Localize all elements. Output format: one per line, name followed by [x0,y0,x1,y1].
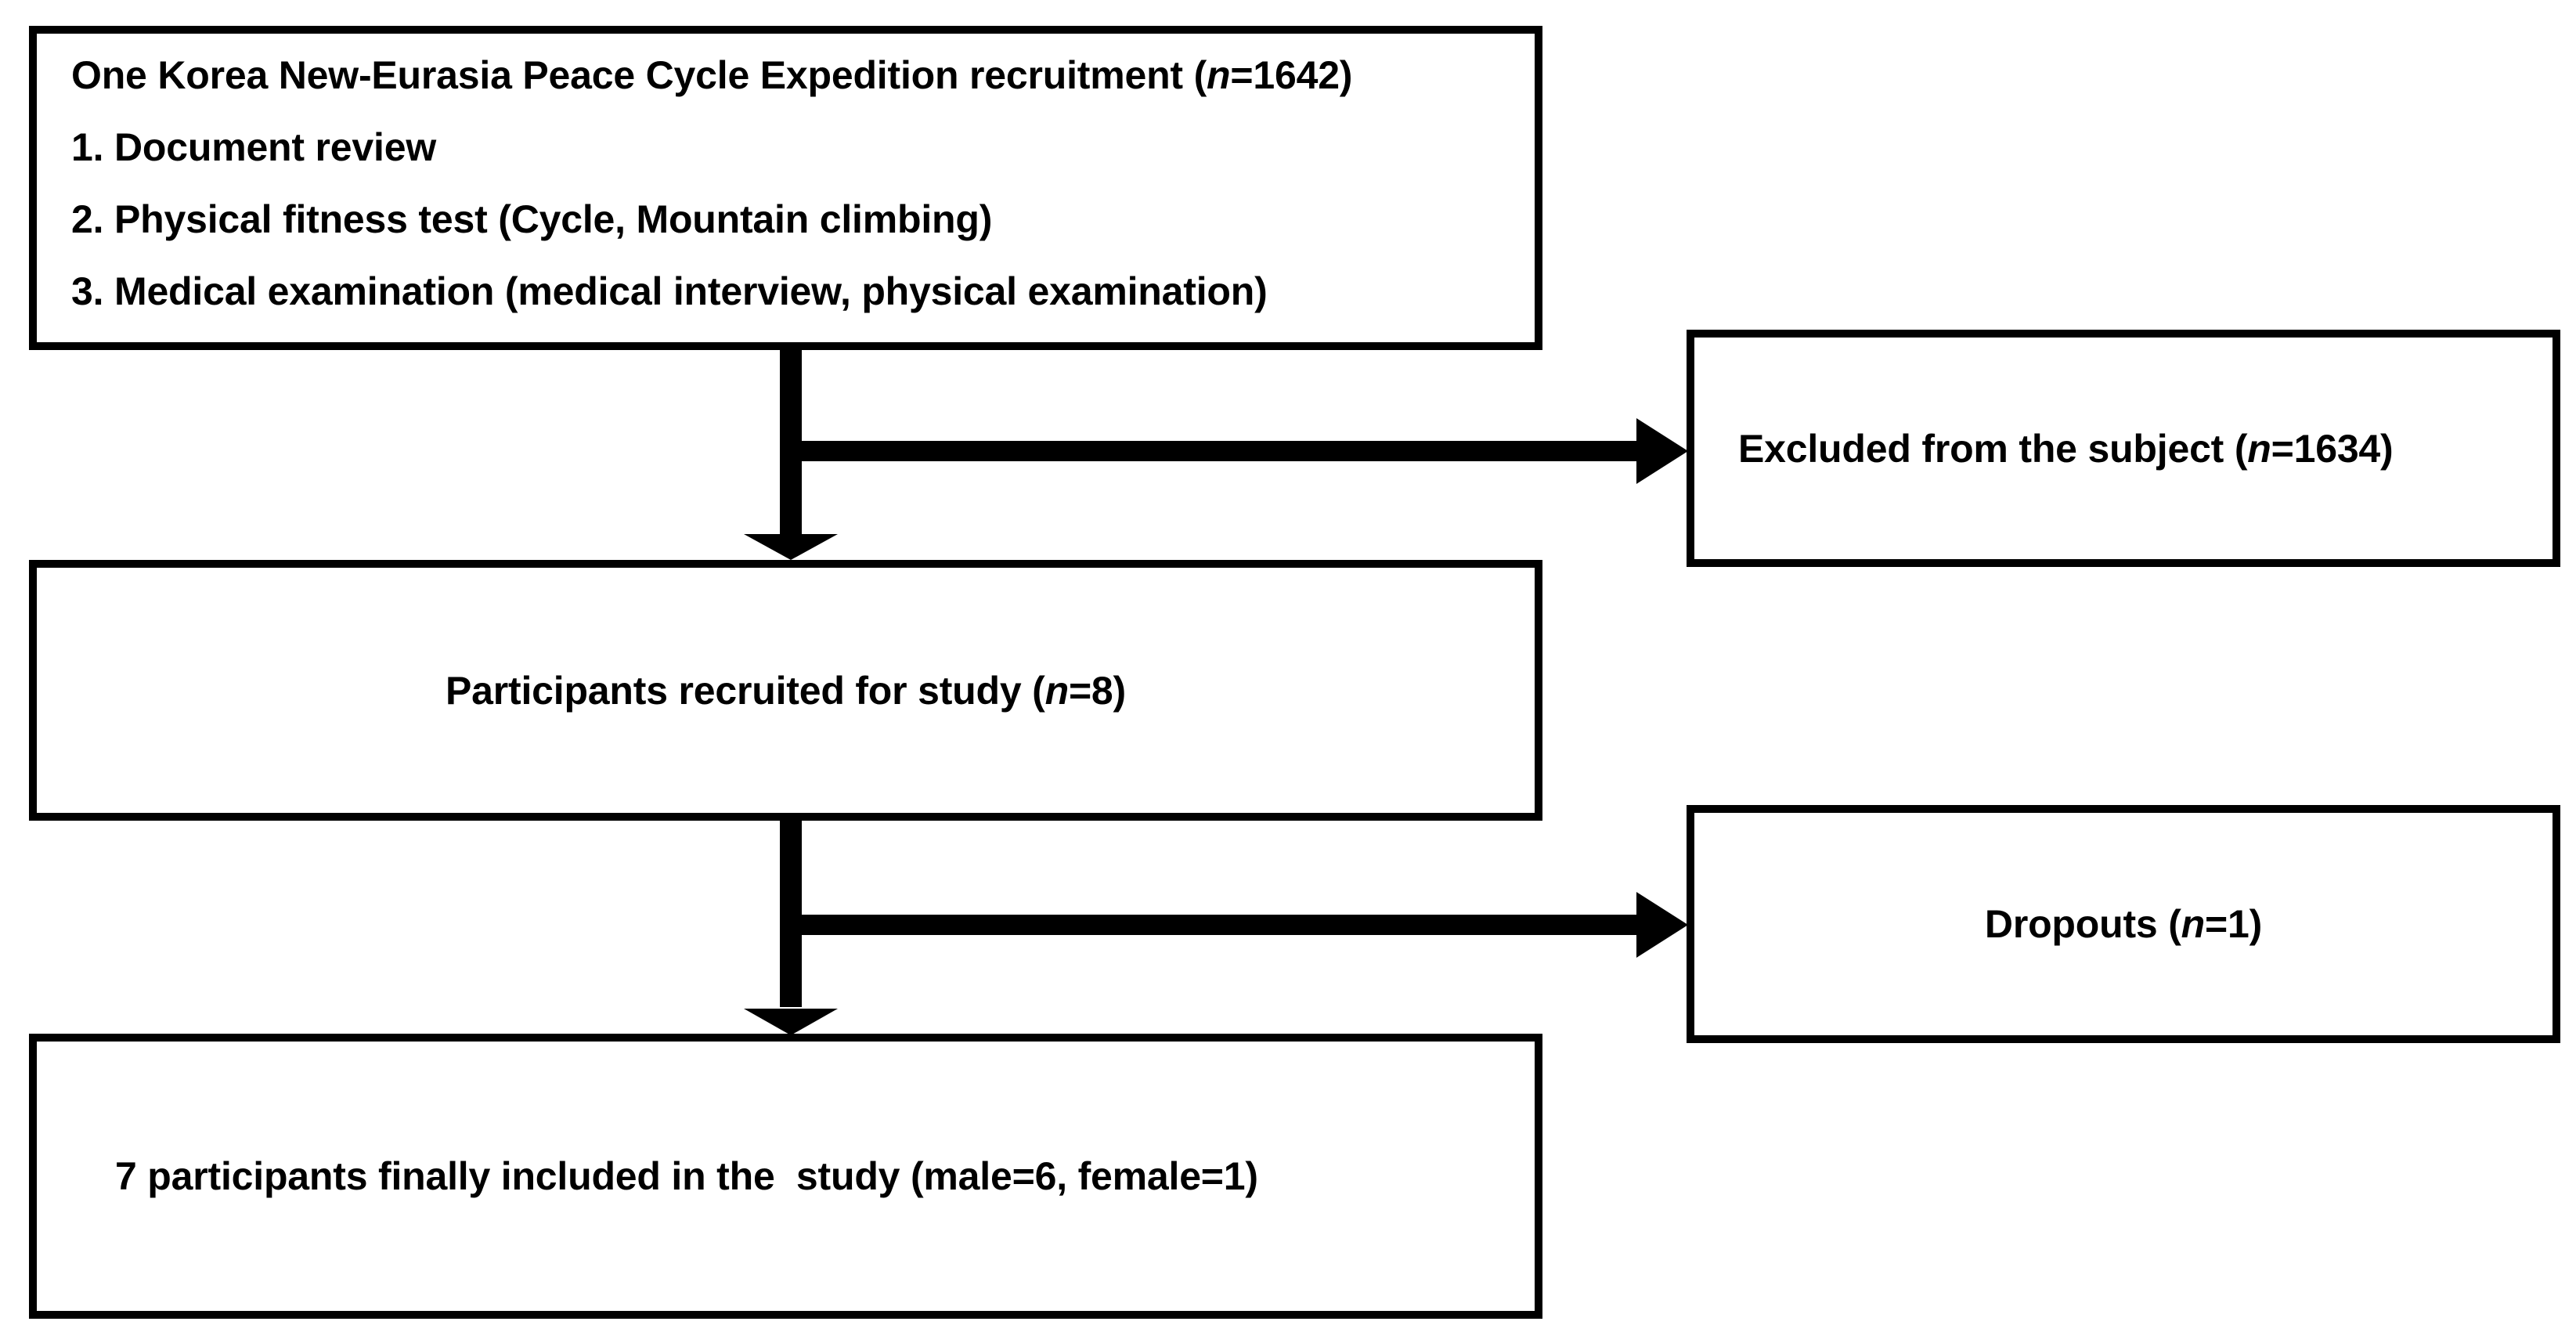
node-dropouts: Dropouts (n=1) [1687,805,2560,1043]
node-excluded: Excluded from the subject (n=1634) [1687,330,2560,567]
node-recruitment-body: One Korea New-Eurasia Peace Cycle Expedi… [71,56,1535,311]
node-recruitment-line-4: 3. Medical examination (medical intervie… [71,269,1268,313]
edge-recruitment-to-recruited [744,350,838,560]
node-recruitment: One Korea New-Eurasia Peace Cycle Expedi… [29,26,1542,350]
italic-n: n [1044,668,1070,713]
node-recruitment-line-1: One Korea New-Eurasia Peace Cycle Expedi… [71,53,1353,97]
italic-n: n [2247,426,2271,471]
edge-recruited-to-final [744,821,838,1035]
node-recruited-label: Participants recruited for study (n=8) [446,668,1126,713]
italic-n: n [2181,902,2206,946]
node-recruitment-line-3: 2. Physical fitness test (Cycle, Mountai… [71,197,993,241]
node-final-label: 7 participants finally included in the s… [115,1154,1258,1198]
edge-recruited-to-dropouts [791,892,1688,958]
node-final: 7 participants finally included in the s… [29,1034,1542,1319]
node-recruitment-line-2: 1. Document review [71,125,437,169]
node-recruited: Participants recruited for study (n=8) [29,560,1542,821]
edge-recruitment-to-excluded [791,418,1688,484]
italic-n: n [1207,53,1231,97]
node-dropouts-label: Dropouts (n=1) [1984,902,2263,946]
node-excluded-label: Excluded from the subject (n=1634) [1738,426,2394,471]
